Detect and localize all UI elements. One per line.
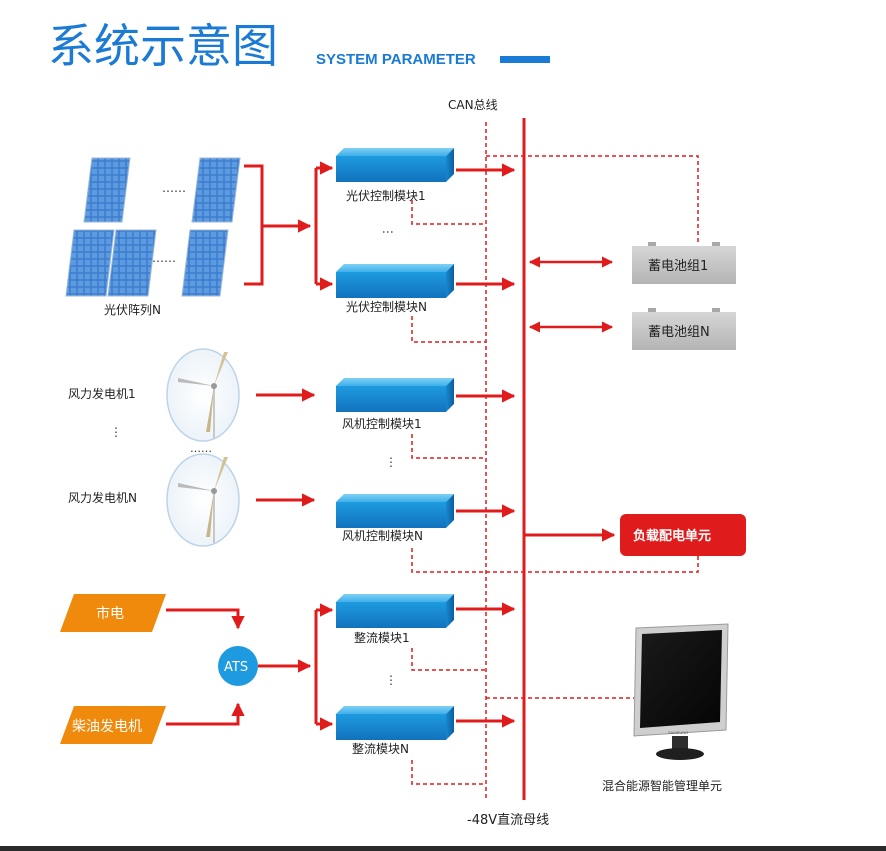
battery-group-n: 蓄电池组N <box>632 308 736 350</box>
monitor-icon: SAMSUNG <box>633 623 729 760</box>
battery-can-link <box>486 155 699 244</box>
bottom-border-bar <box>0 846 886 851</box>
can-bus-label: CAN总线 <box>448 98 498 112</box>
grid-to-ats-line <box>166 608 245 630</box>
load-distribution-unit: 负载配电单元 <box>620 514 746 556</box>
wind-moduleN-can-link <box>411 548 699 573</box>
wind-turbine-icon <box>178 457 228 543</box>
pv-ellipsis-top: …… <box>162 181 186 195</box>
dc-bus-label: -48V直流母线 <box>467 813 549 828</box>
wind-generator-n-label: 风力发电机N <box>68 490 137 505</box>
pv-array: …… …… 光伏阵列N <box>65 157 334 317</box>
pv-modules-vertical-ellipsis: ⋮ <box>381 226 395 238</box>
grid-source-label: 市电 <box>96 605 124 622</box>
wind-gen-vertical-ellipsis: ⋮ <box>110 425 122 439</box>
wind-generator-1: 风力发电机1 <box>68 348 240 442</box>
rectifier-vertical-ellipsis: ⋮ <box>385 673 397 687</box>
pv-module1-can-link <box>411 200 486 225</box>
load-distribution-label: 负载配电单元 <box>633 528 711 544</box>
manager-label: 混合能源智能管理单元 <box>602 778 722 793</box>
wind-turbine-icon <box>178 352 228 438</box>
page-subtitle: SYSTEM PARAMETER <box>316 51 476 68</box>
pv-array-label: 光伏阵列N <box>104 303 161 317</box>
pv-module-1-label: 光伏控制模块1 <box>346 189 426 203</box>
wind-gen-ellipsis: …… <box>190 442 212 455</box>
battery-group-1: 蓄电池组1 <box>632 242 736 284</box>
wind-module-1-label: 风机控制模块1 <box>342 417 422 431</box>
diesel-generator-label: 柴油发电机 <box>72 719 142 735</box>
solar-panel-icon <box>191 157 241 223</box>
header: 系统示意图 SYSTEM PARAMETER <box>48 19 550 73</box>
pv-control-module-n: 光伏控制模块N <box>336 264 454 314</box>
wind-control-module-1: 风机控制模块1 <box>336 378 454 431</box>
wind-generator-n: 风力发电机N <box>68 453 240 547</box>
diesel-generator-source: 柴油发电机 <box>60 706 166 744</box>
solar-panel-icon <box>83 157 131 223</box>
pv-bracket-line <box>244 164 264 286</box>
page-title: 系统示意图 <box>48 19 278 73</box>
wind-module1-can-link <box>411 434 486 459</box>
pv-control-module-1: 光伏控制模块1 <box>336 148 454 203</box>
rectN-can-link <box>411 760 486 785</box>
pv-module-n-label: 光伏控制模块N <box>346 300 427 314</box>
pv-moduleN-can-link <box>411 316 486 343</box>
solar-panel-icon <box>181 229 229 297</box>
rectifier-module-n: 整流模块N <box>336 706 454 756</box>
rect1-can-link <box>411 648 486 671</box>
ats-switch: ATS <box>218 646 258 686</box>
bus-lines: CAN总线 -48V直流母线 <box>448 98 549 828</box>
wind-module-n-label: 风机控制模块N <box>342 529 423 543</box>
solar-panel-icon <box>65 229 115 297</box>
monitor-brand: SAMSUNG <box>668 730 688 735</box>
pv-ellipsis-bottom: …… <box>152 251 176 265</box>
wind-generator-1-label: 风力发电机1 <box>68 386 136 401</box>
diesel-to-ats-line <box>166 702 245 726</box>
solar-panel-icon <box>107 229 157 297</box>
wind-control-module-n: 风机控制模块N <box>336 494 454 543</box>
grid-source: 市电 <box>60 594 166 632</box>
rectifier-n-label: 整流模块N <box>352 741 409 756</box>
rectifier-1-label: 整流模块1 <box>354 630 410 645</box>
ats-label: ATS <box>224 660 248 675</box>
battery-group-n-label: 蓄电池组N <box>648 325 710 340</box>
rectifier-module-1: 整流模块1 <box>336 594 454 645</box>
battery-group-1-label: 蓄电池组1 <box>648 259 708 274</box>
subtitle-underline-bar <box>500 56 550 63</box>
wind-modules-vertical-ellipsis: ⋮ <box>385 455 397 469</box>
